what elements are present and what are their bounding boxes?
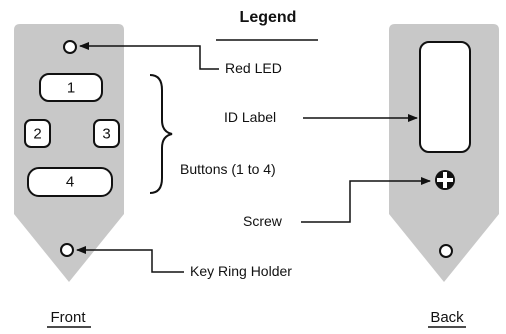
- buttons-label: Buttons (1 to 4): [180, 161, 276, 177]
- screw-arrow: [301, 177, 431, 223]
- button-3-label: 3: [102, 126, 110, 143]
- key-ring-label: Key Ring Holder: [190, 263, 292, 279]
- button-1-label: 1: [67, 80, 75, 97]
- key-ring-arrow: [76, 246, 184, 273]
- button-3[interactable]: 3: [93, 119, 120, 148]
- button-2[interactable]: 2: [24, 119, 51, 148]
- red-led-arrow: [79, 42, 219, 70]
- front-key-ring-hole-icon: [60, 243, 74, 257]
- id-label-area: [419, 41, 471, 153]
- back-key-ring-hole-icon: [439, 244, 453, 258]
- red-led-label: Red LED: [225, 60, 282, 76]
- button-4[interactable]: 4: [27, 167, 113, 197]
- button-2-label: 2: [33, 126, 41, 143]
- button-4-label: 4: [66, 174, 74, 191]
- front-caption: Front: [50, 309, 86, 326]
- id-label-label: ID Label: [224, 109, 276, 125]
- legend-title: Legend: [240, 9, 297, 26]
- buttons-brace: [149, 74, 173, 194]
- screw-icon: [435, 170, 455, 190]
- button-1[interactable]: 1: [39, 73, 103, 102]
- screw-label: Screw: [243, 213, 283, 229]
- red-led-icon: [63, 40, 77, 54]
- back-caption: Back: [430, 309, 464, 326]
